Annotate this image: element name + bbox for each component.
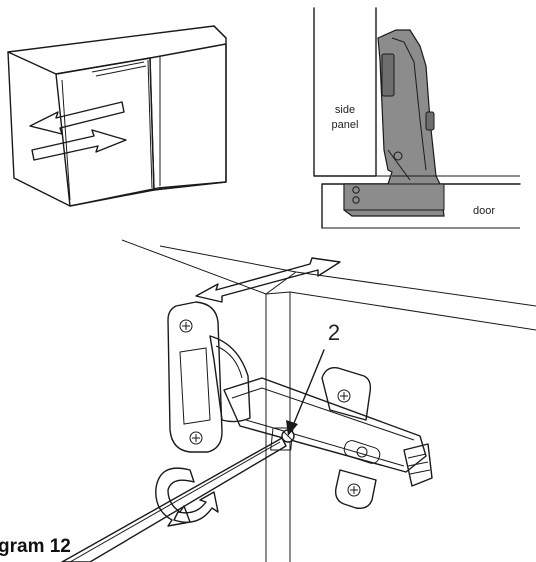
side-panel-label-line2: panel (332, 119, 359, 131)
movement-arrows-top (29, 101, 127, 161)
door-label: door (473, 205, 495, 217)
cabinet-sketch (7, 25, 227, 207)
side-panel-label-line1: side (335, 104, 355, 116)
screw-number-label: 2 (328, 320, 340, 345)
section-view: side panel door (313, 7, 521, 229)
hinge-perspective: 2 (61, 239, 536, 562)
diagram-caption: gram 12 (0, 536, 71, 557)
hinge-arm-shape (343, 29, 445, 217)
